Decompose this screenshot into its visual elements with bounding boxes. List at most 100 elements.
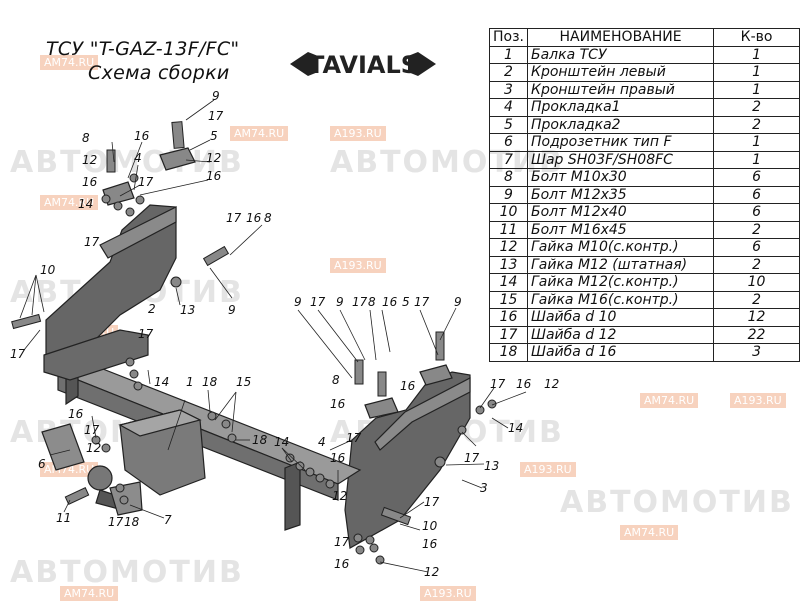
callout-12: 12 [544,377,559,391]
watermark-site: AM74.RU [40,55,99,70]
gasket-5-right [419,364,453,386]
row-pos: 17 [489,325,528,344]
row-pos: 16 [489,308,528,327]
drawing-title: ТСУ "T-GAZ-13F/FC" [46,38,240,60]
gasket-5-top [159,147,196,171]
row-qty: 1 [713,63,800,82]
row-pos: 6 [489,133,528,152]
callout-9: 9 [454,295,462,309]
callout-17: 17 [84,423,100,437]
row-qty: 6 [713,238,800,257]
header-name: НАИМЕНОВАНИЕ [526,28,715,47]
callout-16: 16 [68,407,84,421]
row-name: Гайка М10(с.контр.) [526,238,715,257]
row-name: Болт М12х40 [526,203,715,222]
callout-16: 16 [82,175,98,189]
watermark-brand: АВТОМОТИВ [10,145,244,180]
callout-2: 2 [148,302,156,316]
callout-17: 17 [208,109,224,123]
gasket-4-right [364,397,399,419]
row-pos: 18 [489,343,528,362]
row-name: Гайка М16(с.контр.) [526,290,715,309]
callout-12: 12 [206,151,221,165]
callout-9: 9 [212,89,220,103]
tow-ball [87,465,113,491]
row-qty: 6 [713,185,800,204]
callout-labels: 9 17 5 12 16 8 16 4 12 17 16 14 17 10 2 … [10,89,559,579]
callout-16: 16 [330,397,346,411]
callout-17: 17 [414,295,430,309]
callout-16: 16 [382,295,398,309]
callout-13: 13 [180,303,195,317]
row-pos: 8 [489,168,528,187]
header-qty: К-во [713,28,800,47]
row-qty: 12 [713,308,800,327]
callout-14: 14 [508,421,523,435]
callout-4: 4 [318,435,326,449]
row-name: Шайба d 12 [526,325,715,344]
socket-plate [41,423,85,471]
watermark-site: A193.RU [520,462,576,477]
row-qty: 6 [713,168,800,187]
watermark-brand: АВТОМОТИВ [10,555,244,590]
parts-table-header: Поз. НАИМЕНОВАНИЕ К-во [489,28,800,47]
row-name: Кронштейн левый [526,63,715,82]
callout-17: 17 [346,431,362,445]
row-pos: 5 [489,115,528,134]
callout-17: 17 [424,495,440,509]
row-name: Шайба d 10 [526,308,715,327]
callout-3: 3 [480,481,488,495]
row-qty: 6 [713,203,800,222]
callout-16: 16 [330,451,346,465]
row-name: Балка ТСУ [526,45,715,64]
callout-18: 18 [252,433,268,447]
callout-12: 12 [86,441,101,455]
drawing-subtitle: Схема сборки [88,62,230,84]
callout-18: 18 [202,375,218,389]
callout-17: 17 [10,347,26,361]
callout-14: 14 [154,375,169,389]
callout-9: 9 [228,303,236,317]
row-pos: 11 [489,220,528,239]
callout-17: 17 [226,211,242,225]
callout-14: 14 [274,435,289,449]
tow-receiver-top [118,409,202,437]
row-pos: 14 [489,273,528,292]
watermark-site: A193.RU [420,586,476,601]
callout-8: 8 [264,211,272,225]
row-pos: 13 [489,255,528,274]
row-qty: 2 [713,290,800,309]
row-qty: 3 [713,343,800,362]
callout-16: 16 [422,537,438,551]
fasteners [11,121,497,565]
callout-12: 12 [332,489,347,503]
left-bracket-flange [99,206,177,259]
callout-5: 5 [210,129,218,143]
callout-17: 17 [490,377,506,391]
callout-10: 10 [40,263,56,277]
callout-14: 14 [78,197,93,211]
callout-16: 16 [246,211,262,225]
watermark-site: A193.RU [330,258,386,273]
row-name: Подрозетник тип F [526,133,715,152]
watermark-site: AM74.RU [640,393,699,408]
callout-16: 16 [516,377,532,391]
callout-13: 13 [484,459,499,473]
row-name: Болт М16х45 [526,220,715,239]
header-pos: Поз. [489,28,528,47]
watermark-site: A193.RU [730,393,786,408]
callout-17: 17 [352,295,368,309]
row-qty: 2 [713,220,800,239]
callout-16: 16 [134,129,150,143]
row-pos: 1 [489,45,528,64]
watermark-site: AM74.RU [40,195,99,210]
callout-18: 18 [124,515,140,529]
row-qty: 10 [713,273,800,292]
callout-8: 8 [332,373,340,387]
